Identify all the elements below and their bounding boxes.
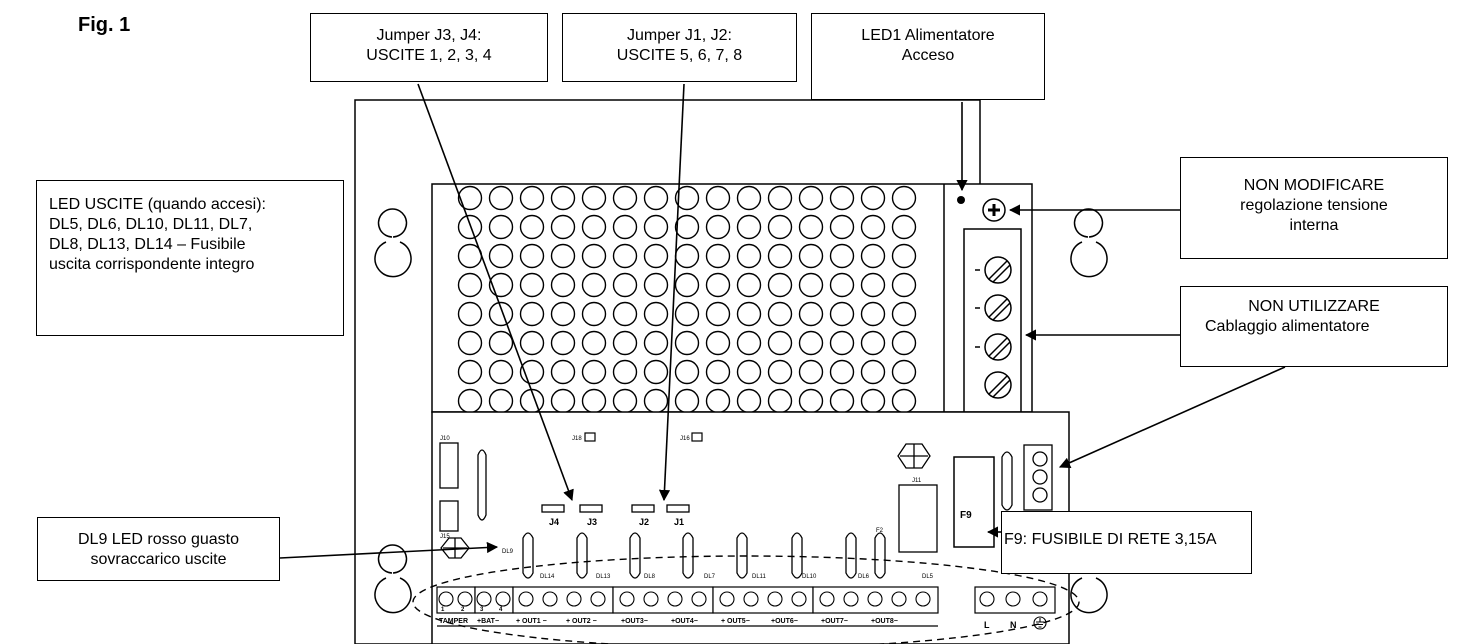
psu-terminal-screws [975, 256, 1012, 399]
label-out4: +OUT4− [671, 618, 698, 625]
label-j2: J2 [639, 517, 649, 527]
label-dl5: DL5 [922, 574, 934, 580]
mount-hole-top-right [1070, 208, 1108, 278]
label-n: N [1010, 620, 1017, 630]
label-out2: + OUT2 − [566, 618, 597, 625]
mains-connector-psu [1023, 444, 1053, 511]
label-out3: +OUT3− [621, 618, 648, 625]
label-out5: + OUT5− [721, 618, 750, 625]
terminal-dashed-outline [412, 555, 1080, 644]
label-f9: F9 [960, 510, 972, 521]
label-j3: J3 [587, 517, 597, 527]
label-dl6: DL6 [858, 574, 870, 580]
callout-led-uscite: LED USCITE (quando accesi):DL5, DL6, DL1… [36, 180, 344, 336]
figure-label: Fig. 1 [78, 14, 131, 36]
mount-hole-top-left [374, 208, 412, 278]
label-dl10: DL10 [802, 574, 817, 580]
ground-icon [1033, 616, 1047, 630]
label-l: L [984, 620, 990, 630]
label-out8: +OUT8− [871, 618, 898, 625]
arrow-j12 [658, 83, 685, 502]
label-j1: J1 [674, 517, 684, 527]
term-2: 2 [461, 607, 465, 613]
term-3: 3 [480, 607, 484, 613]
label-j4: J4 [549, 517, 559, 527]
label-dl7: DL7 [704, 574, 716, 580]
fuse-ft1 [477, 449, 487, 521]
voltage-adjust-screw [982, 198, 1006, 222]
label-j16: J16 [680, 436, 690, 442]
connector-j10 [439, 442, 459, 489]
label-f2: F2 [876, 528, 884, 534]
label-out7: +OUT7− [821, 618, 848, 625]
fuse-f9 [953, 456, 995, 548]
jumpers [541, 504, 690, 513]
label-dl9: DL9 [502, 549, 514, 555]
hex-nut-center [897, 443, 931, 469]
term-4: 4 [499, 607, 503, 613]
label-bat: +BAT− [477, 618, 499, 625]
label-j11: J11 [912, 478, 922, 484]
label-out1: + OUT1 − [516, 618, 547, 625]
vdr1 [1001, 451, 1013, 511]
connector-j15 [439, 500, 459, 532]
psu-vent-grid [455, 184, 920, 412]
connector-j11 [898, 484, 938, 553]
callout-f9: F9: FUSIBILE DI RETE 3,15A [1001, 511, 1252, 574]
callout-jumper-j12: Jumper J1, J2:USCITE 5, 6, 7, 8 [562, 13, 797, 82]
arrow-dl9 [279, 541, 499, 559]
label-j15: J15 [440, 534, 450, 540]
label-j10: J10 [440, 436, 450, 442]
label-j18: J18 [572, 436, 582, 442]
term-1: 1 [441, 607, 445, 613]
label-out6: +OUT6− [771, 618, 798, 625]
label-dl13: DL13 [596, 574, 611, 580]
label-dl11: DL11 [752, 574, 767, 580]
terminal-screws [438, 591, 1048, 607]
mount-hole-bottom-left [374, 544, 412, 614]
label-tamper: TAMPER [439, 618, 468, 625]
label-dl14: DL14 [540, 574, 555, 580]
arrow-connector [1058, 366, 1286, 469]
label-dl8: DL8 [644, 574, 656, 580]
led1-indicator [957, 196, 965, 204]
output-fuses [522, 532, 886, 579]
arrow-j34 [417, 83, 574, 502]
callout-jumper-j34: Jumper J3, J4:USCITE 1, 2, 3, 4 [310, 13, 548, 82]
